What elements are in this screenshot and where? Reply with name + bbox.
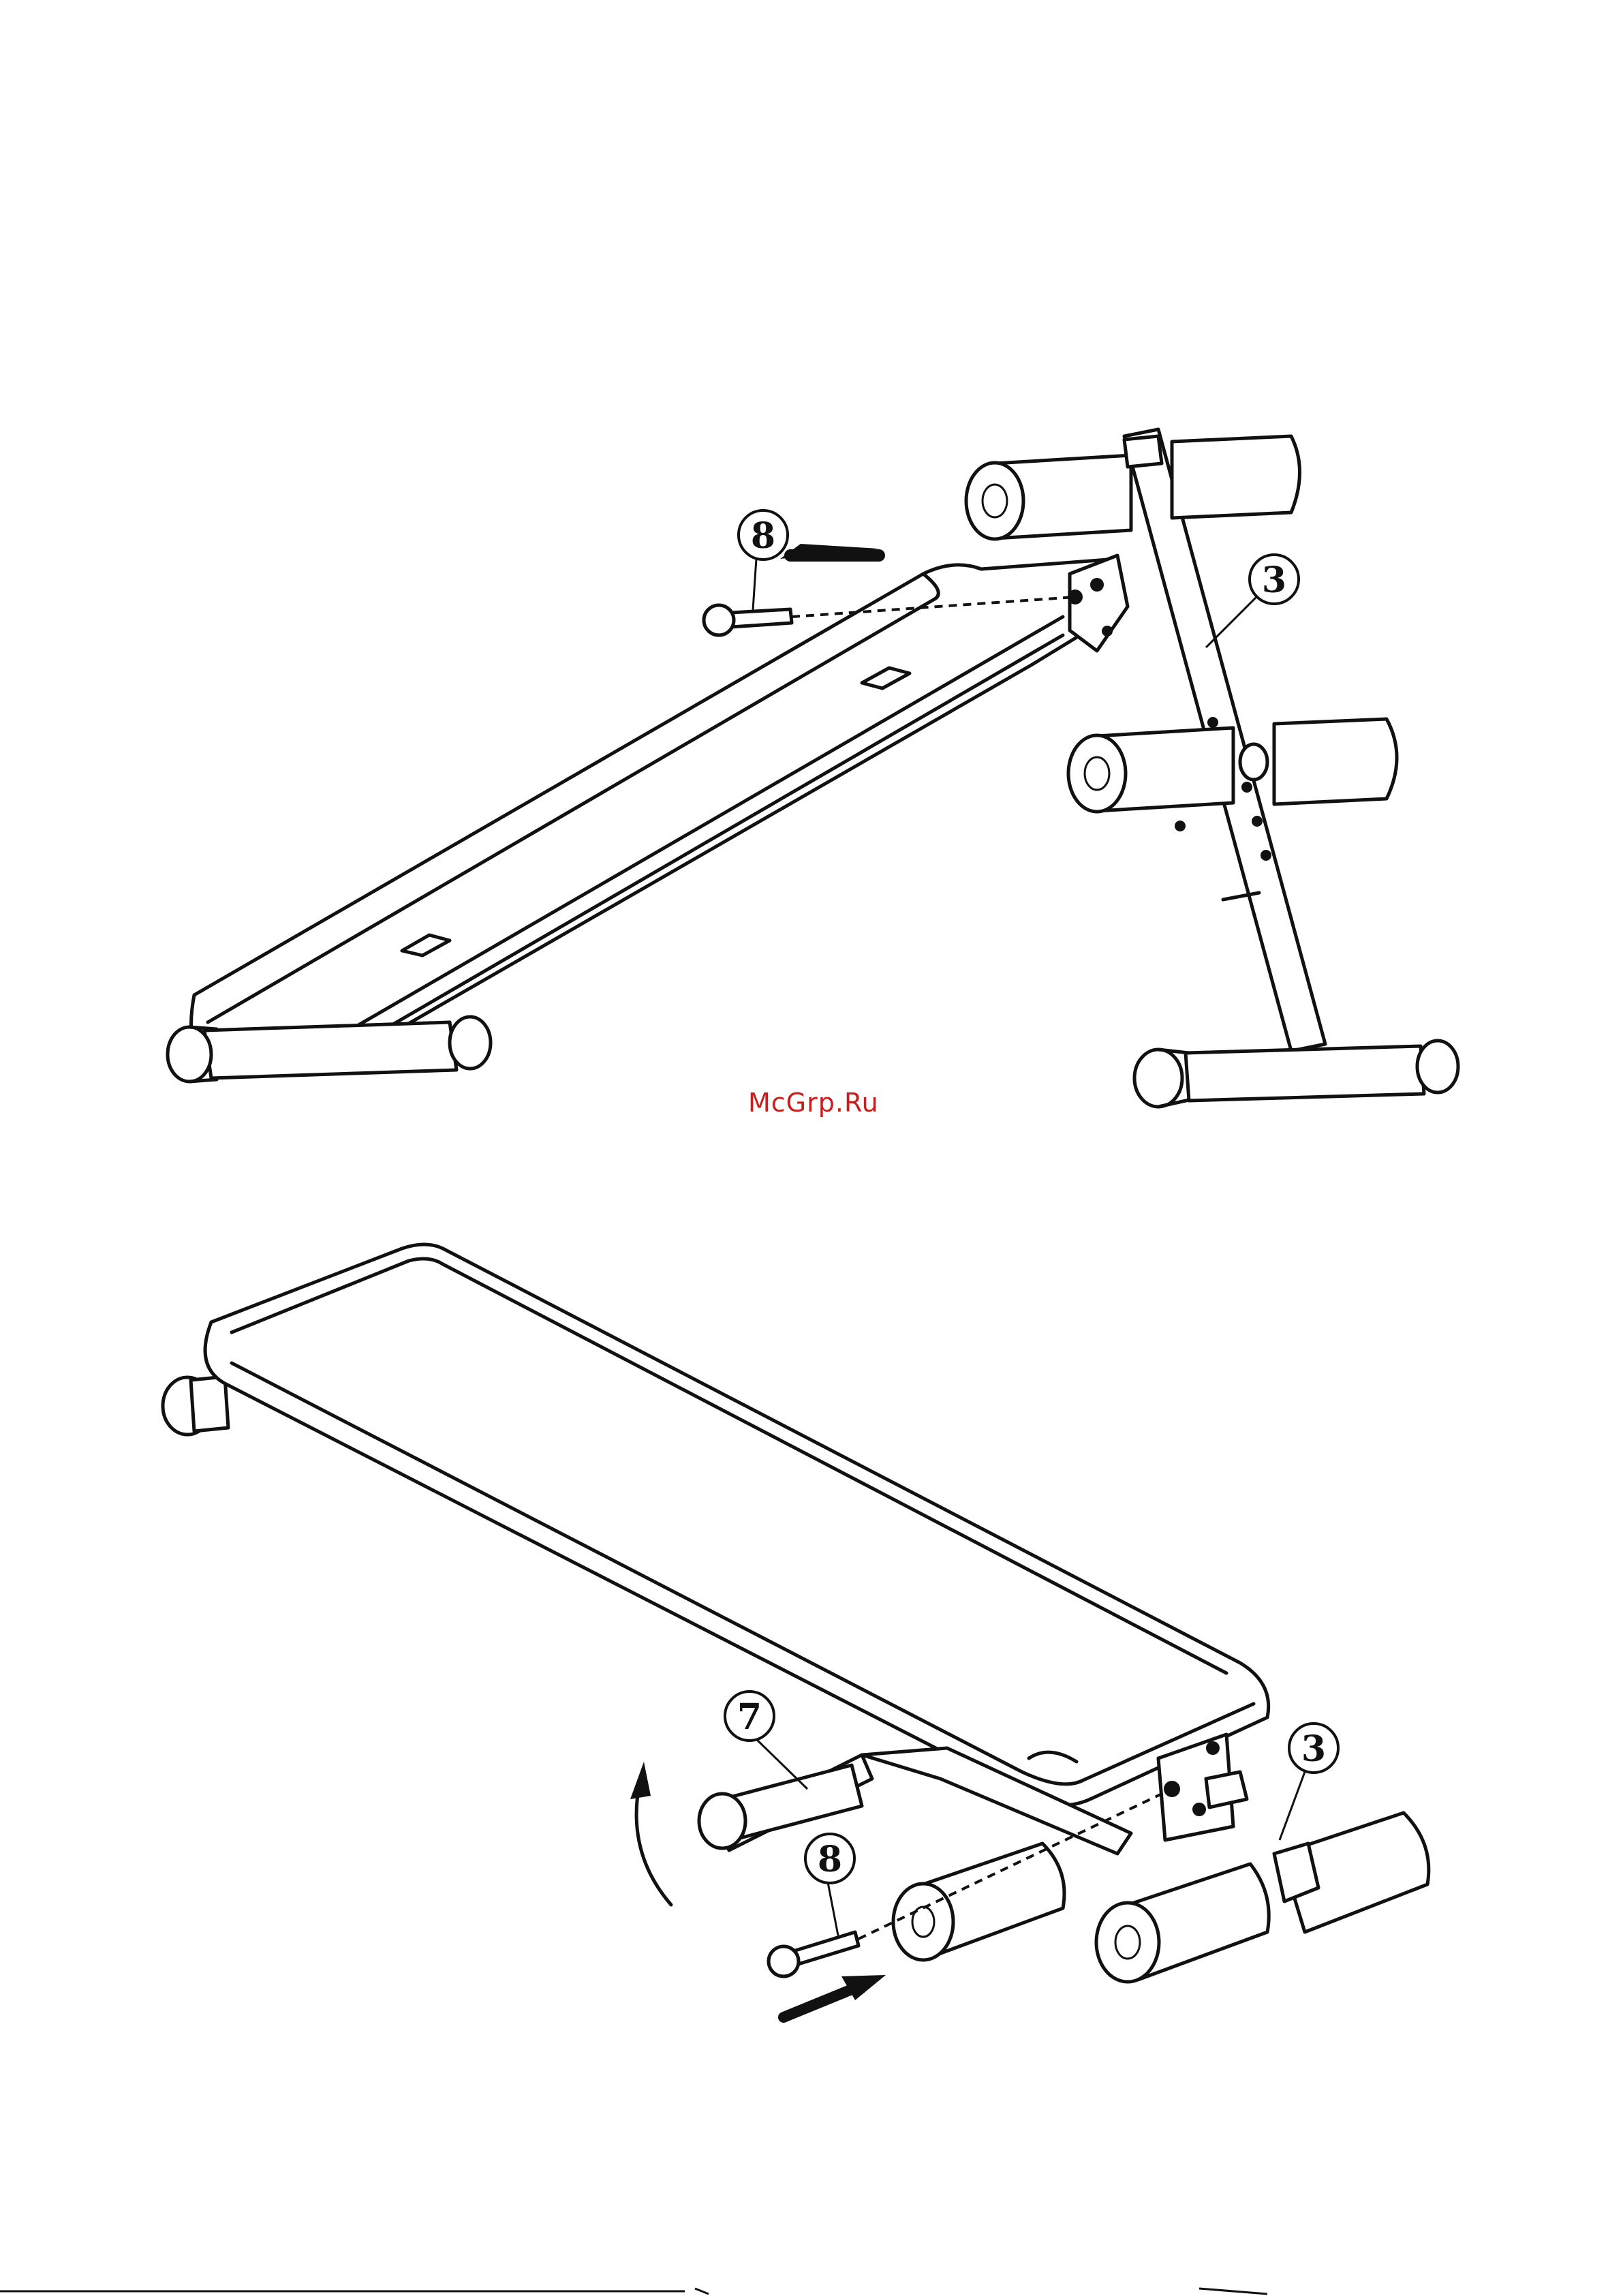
callout-bottom-frame: 7: [725, 1692, 807, 1789]
callout-label-bottom-upright: 3: [1301, 1728, 1326, 1770]
top-rear-foot-bar: [1134, 1041, 1458, 1107]
callout-label-bottom-frame: 7: [737, 1696, 762, 1738]
callout-bottom-upright: 3: [1280, 1724, 1338, 1840]
foot-cap-left: [168, 1027, 211, 1082]
watermark: McGrp.Ru: [748, 1088, 879, 1118]
bottom-pin-head: [769, 1946, 799, 1976]
roller-end-1: [966, 463, 1023, 539]
callout-top-pin: 8: [739, 510, 788, 610]
foot-cap-right: [450, 1017, 491, 1069]
rotation-arrow: [630, 1762, 671, 1905]
bracket-hole-3: [1102, 626, 1113, 637]
top-figure-folded-bench: 8 3: [168, 429, 1458, 1107]
bottom-insert-arrow: [784, 1975, 886, 2017]
callout-top-upright: 3: [1206, 555, 1299, 647]
bottom-roller-end-1: [893, 1884, 953, 1960]
roller-end-2: [1068, 735, 1126, 812]
foot-cap-rear-left: [1134, 1050, 1182, 1107]
pin-head: [704, 605, 734, 635]
foot-cap-rear-right: [1417, 1041, 1458, 1092]
callout-bottom-pin: 8: [805, 1834, 854, 1935]
callout-label-bottom-pin: 8: [818, 1839, 842, 1880]
bottom-roller-end-2: [1096, 1903, 1159, 1982]
bottom-foot-cap-front: [699, 1794, 745, 1848]
callout-label-top-pin: 8: [751, 515, 775, 557]
top-upper-rollers: [966, 436, 1300, 539]
bottom-figure-flat-bench: 7 8 3: [163, 1244, 1429, 2017]
top-seat-pad: [191, 555, 1128, 1067]
bracket-hole-2: [1090, 578, 1104, 592]
page-edge-marks: [0, 2289, 1267, 2294]
top-lower-rollers: [1068, 719, 1397, 812]
callout-label-top-upright: 3: [1262, 560, 1286, 601]
bottom-rollers: [893, 1813, 1429, 1982]
